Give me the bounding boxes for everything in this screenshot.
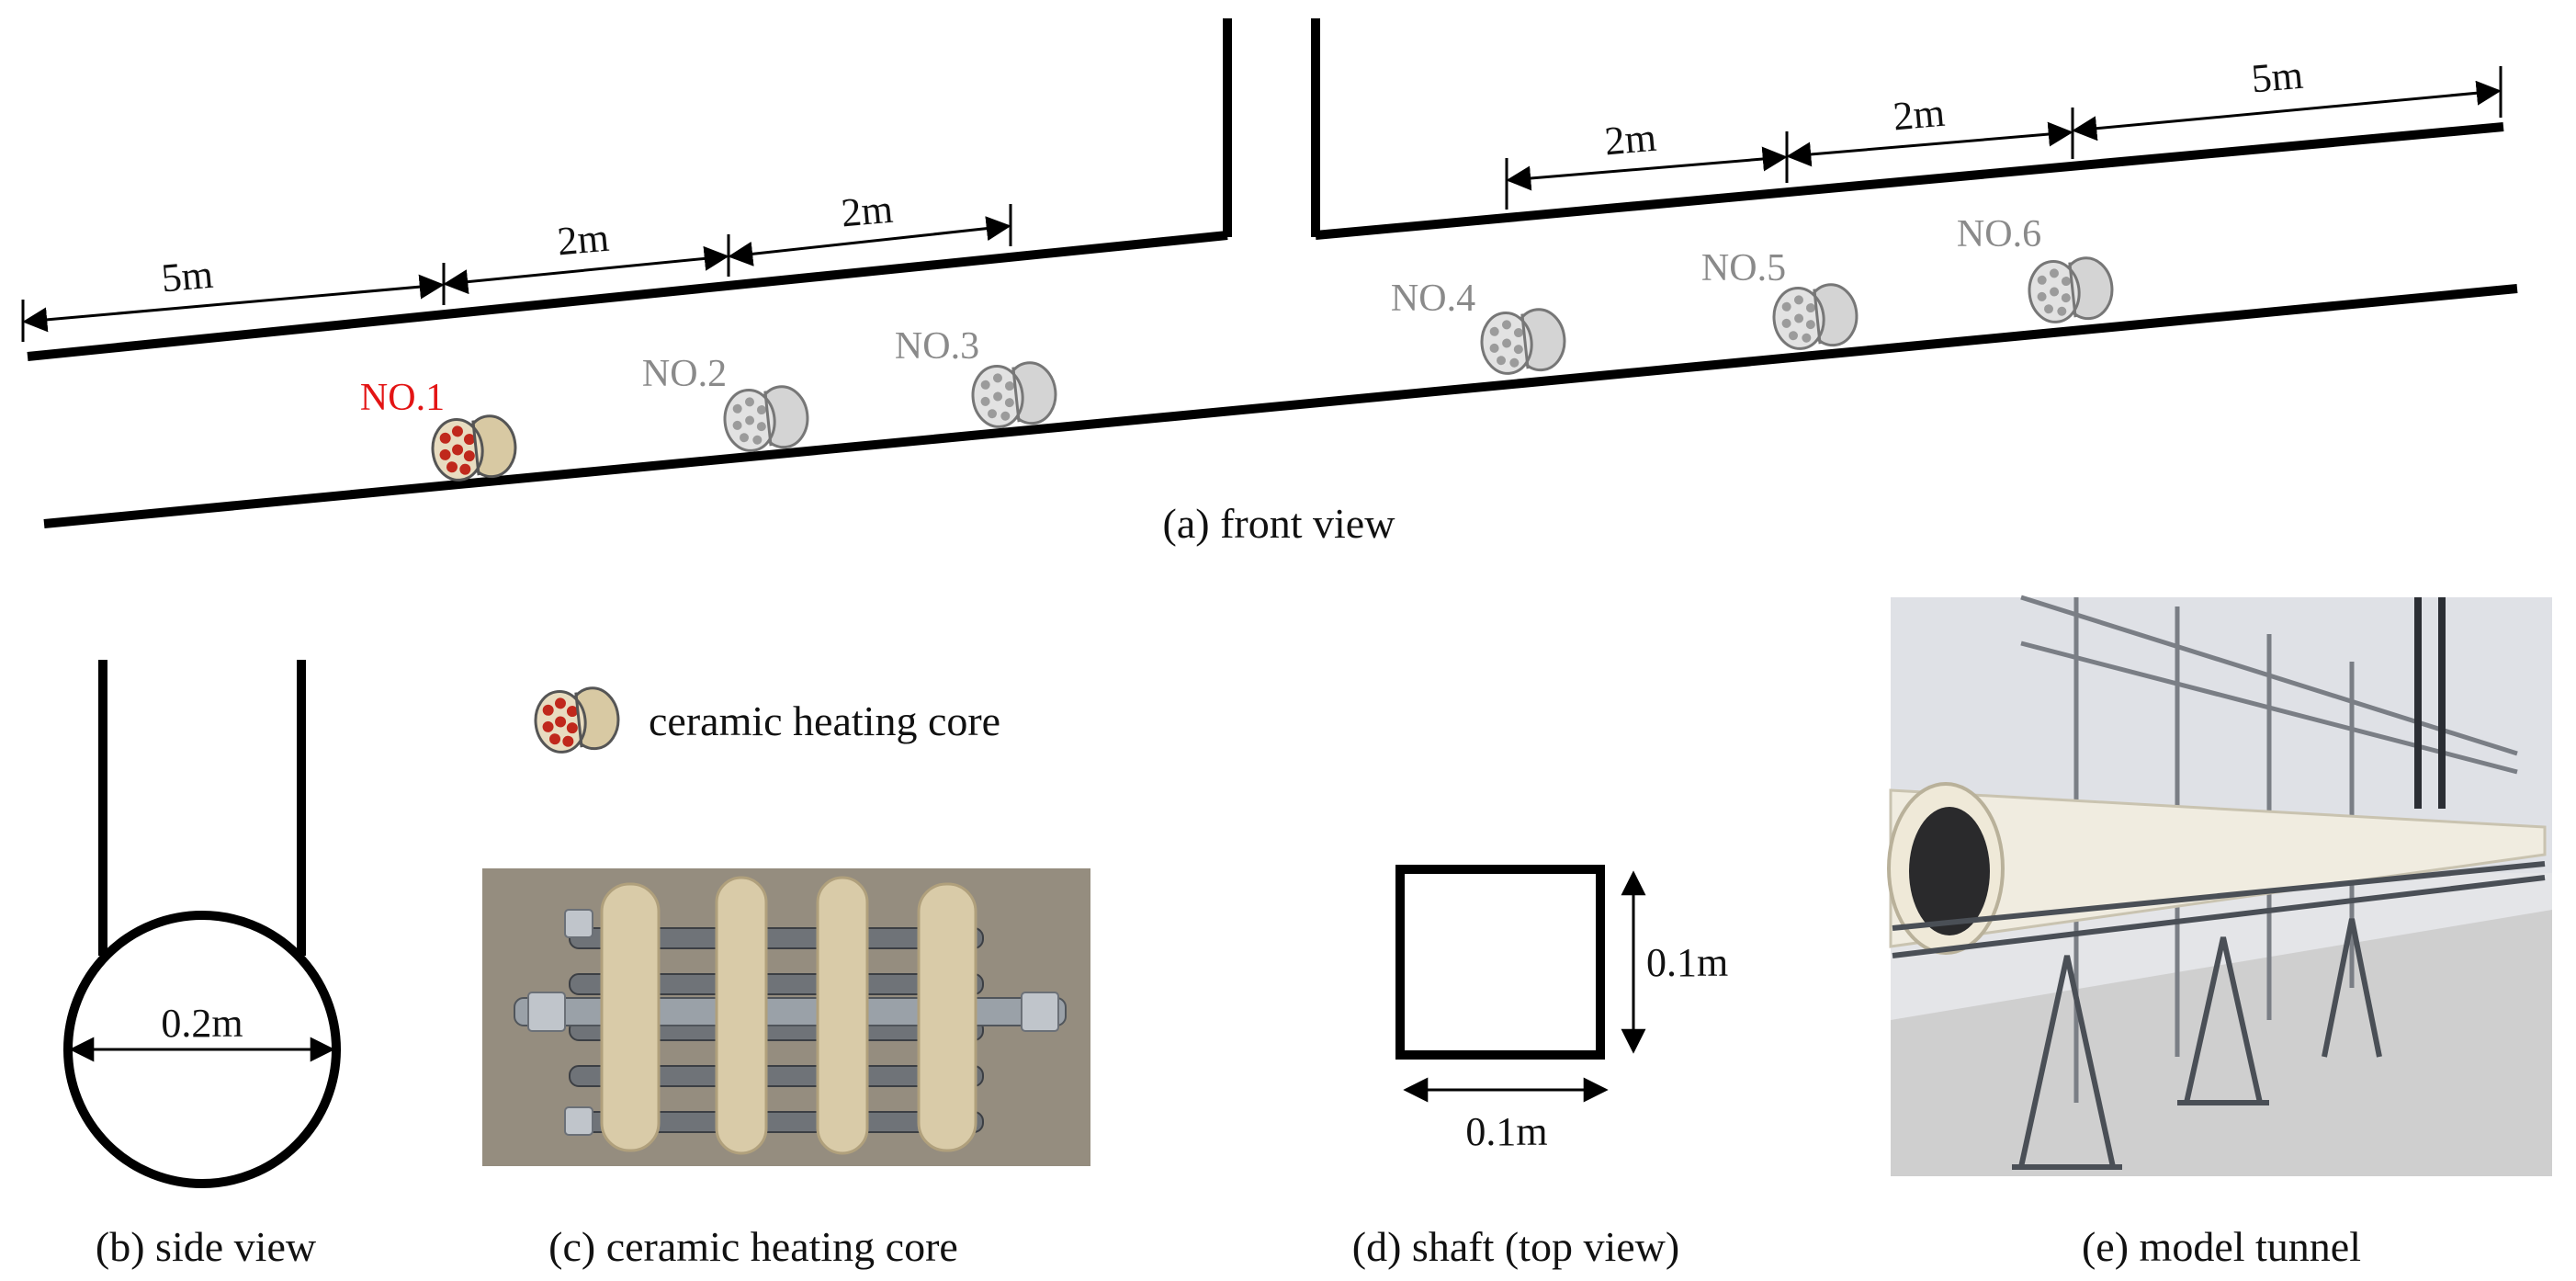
heating-core-1: NO.1: [360, 377, 520, 484]
dim-right-3: 5m: [2250, 52, 2305, 102]
front-view: 5m 2m 2m 2m 2m 5m NO.1 NO.2 NO.3: [21, 18, 2518, 547]
dim-left-2: 2m: [556, 215, 611, 265]
shaft-height-label: 0.1m: [1646, 940, 1728, 985]
tunnel-top-left-wall: [27, 231, 1228, 361]
tunnel-top-right-wall: [1315, 122, 2504, 240]
core-label-6: NO.6: [1957, 213, 2041, 255]
legend-core-icon: [531, 684, 623, 756]
legend-label: ceramic heating core: [649, 697, 1000, 744]
core-label-1: NO.1: [360, 377, 445, 419]
core-label-4: NO.4: [1391, 278, 1475, 320]
dim-left-3: 2m: [840, 187, 895, 236]
dimension-right: [1505, 66, 2503, 210]
caption-heating-core: (c) ceramic heating core: [548, 1223, 958, 1270]
diameter-label: 0.2m: [161, 1001, 243, 1046]
heating-core-5: NO.5: [1701, 247, 1861, 353]
dimension-left: [21, 204, 1012, 342]
caption-model-tunnel: (e) model tunnel: [2082, 1223, 2361, 1270]
dim-right-1: 2m: [1603, 115, 1658, 164]
caption-shaft: (d) shaft (top view): [1352, 1223, 1679, 1270]
core-label-3: NO.3: [895, 325, 979, 368]
legend: ceramic heating core: [531, 684, 1000, 756]
heating-core-6: NO.6: [1957, 213, 2117, 326]
tunnel-bottom-wall: [43, 284, 2518, 528]
heating-core-2: NO.2: [642, 353, 812, 455]
caption-side-view: (b) side view: [96, 1223, 317, 1270]
dim-left-1: 5m: [160, 252, 215, 301]
side-view: 0.2m (b) side view: [63, 660, 341, 1270]
shaft-square: [1395, 865, 1605, 1060]
model-tunnel-photo: (e) model tunnel: [1887, 595, 2552, 1270]
heating-core-4: NO.4: [1391, 278, 1569, 378]
shaft-top-view: 0.1m 0.1m (d) shaft (top view): [1352, 865, 1728, 1270]
caption-front-view: (a) front view: [1163, 500, 1396, 547]
heating-core-3: NO.3: [895, 325, 1060, 431]
dim-right-2: 2m: [1892, 90, 1947, 140]
shaft-width-label: 0.1m: [1465, 1109, 1547, 1154]
core-label-2: NO.2: [642, 353, 727, 395]
heating-core-photo: (c) ceramic heating core: [482, 868, 1090, 1270]
core-label-5: NO.5: [1701, 247, 1786, 289]
